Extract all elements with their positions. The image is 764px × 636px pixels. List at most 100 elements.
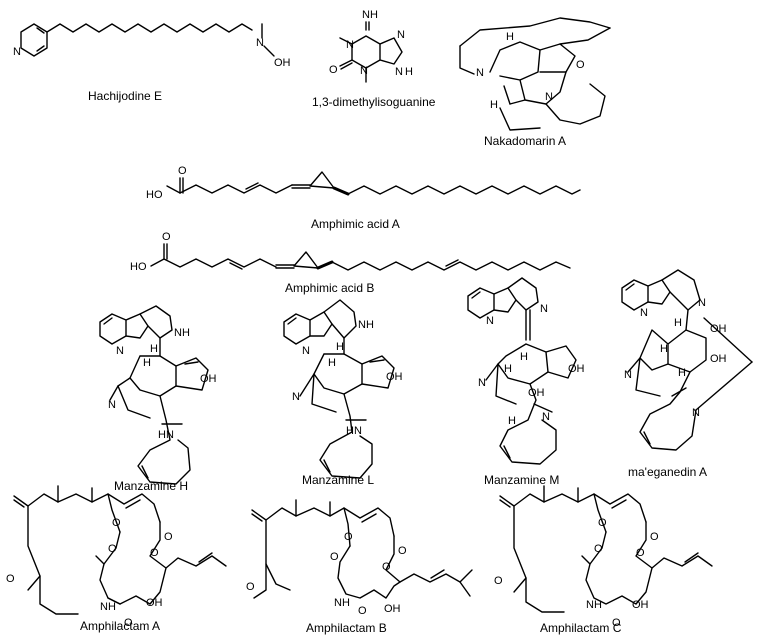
atom-label: N <box>360 65 368 77</box>
atom-label: O <box>650 531 659 543</box>
atom-label: N <box>545 91 553 103</box>
compound-name: 1,3-dimethylisoguanine <box>312 95 436 109</box>
atom-label: O <box>494 575 503 587</box>
atom-label: NH <box>334 597 350 609</box>
atom-label: OH <box>710 323 727 335</box>
atom-label: O <box>329 64 338 76</box>
atom-label: O <box>178 165 187 177</box>
compound-name: ma'eganedin A <box>628 465 707 479</box>
atom-label: N <box>395 66 403 78</box>
atom-label: N <box>292 391 300 403</box>
atom-label: O <box>398 545 407 557</box>
atom-label: HN <box>346 425 362 437</box>
atom-label: H <box>506 31 514 43</box>
compound-name: Manzamine L <box>302 473 374 487</box>
atom-label: OH <box>528 387 545 399</box>
atom-label: OH <box>568 363 585 375</box>
atom-label: O <box>124 617 133 629</box>
atom-label: H <box>520 351 528 363</box>
atom-label: NH <box>100 601 116 613</box>
structure-manzamine-l: NH N H H N OH HN Manzamine L <box>283 299 403 487</box>
atom-label: O <box>344 531 353 543</box>
atom-label: H <box>660 343 668 355</box>
compound-name: Nakadomarin A <box>484 134 566 148</box>
atom-label: NH <box>358 319 374 331</box>
atom-label: O <box>164 531 173 543</box>
atom-label: H <box>508 415 516 427</box>
atom-label: HO <box>146 189 163 201</box>
compound-name: Manzamine M <box>484 473 559 487</box>
atom-label: N <box>542 411 550 423</box>
atom-label: O <box>246 581 255 593</box>
atom-label: O <box>612 617 621 629</box>
atom-label: O <box>636 547 645 559</box>
atom-label: O <box>594 543 603 555</box>
structure-amphilactam-a: O O O O O NH OH O Amphilactam A <box>6 485 227 633</box>
atom-label: NH <box>362 9 378 21</box>
atom-label: N <box>397 29 405 41</box>
atom-label: H <box>678 367 686 379</box>
structure-hachijodine-e: N N OH Hachijodine E <box>13 23 291 103</box>
atom-label: N <box>116 345 124 357</box>
atom-label: H <box>150 343 158 355</box>
atom-label: O <box>6 573 15 585</box>
compound-name: Amphilactam C <box>540 621 622 635</box>
atom-label: N <box>302 345 310 357</box>
atom-label: O <box>576 59 585 71</box>
atom-label: OH <box>386 371 403 383</box>
atom-label: H <box>336 341 344 353</box>
atom-label: H <box>490 99 498 111</box>
atom-label: N <box>692 407 700 419</box>
atom-label: O <box>162 231 171 243</box>
atom-label: OH <box>632 599 649 611</box>
atom-label: OH <box>384 603 401 615</box>
structure-amphilactam-c: O O O O O NH OH O Amphilactam C <box>494 485 713 635</box>
atom-label: NH <box>586 599 602 611</box>
atom-label: H <box>504 363 512 375</box>
structure-amphimic-acid-b: HO O Amphimic acid B <box>130 231 571 295</box>
structure-dimethylisoguanine: NH N N O N N H 1,3-dimethylisoguanine <box>312 9 436 109</box>
structure-manzamine-h: NH N H H N OH HN Manzamine H <box>99 305 217 493</box>
atom-label: HO <box>130 261 147 273</box>
atom-label: N <box>13 46 21 58</box>
structure-nakadomarin-a: H O N H N Nakadomarin A <box>459 17 611 148</box>
compound-name: Amphilactam B <box>306 621 387 635</box>
atom-label: OH <box>710 353 727 365</box>
atom-label: O <box>112 517 121 529</box>
atom-label: N <box>624 369 632 381</box>
compound-name: Manzamine H <box>114 479 188 493</box>
atom-label: H <box>405 66 413 78</box>
atom-label: O <box>108 543 117 555</box>
compound-name: Hachijodine E <box>88 89 162 103</box>
atom-label: N <box>108 399 116 411</box>
atom-label: HN <box>158 429 174 441</box>
atom-label: N <box>256 37 264 49</box>
atom-label: O <box>358 605 367 617</box>
structure-manzamine-m: N N H H N OH OH N H Manzamine M <box>467 277 585 487</box>
compound-name: Amphilactam A <box>80 619 160 633</box>
atom-label: N <box>346 39 354 51</box>
atom-label: O <box>598 517 607 529</box>
atom-label: H <box>328 357 336 369</box>
compound-name: Amphimic acid A <box>311 217 400 231</box>
atom-label: N <box>640 307 648 319</box>
atom-label: N <box>486 315 494 327</box>
atom-label: N <box>698 297 706 309</box>
atom-label: NH <box>174 327 190 339</box>
structure-maeganedin-a: N N H H OH OH N H N ma'eganedin A <box>621 269 753 479</box>
atom-label: O <box>330 551 339 563</box>
atom-label: N <box>476 67 484 79</box>
atom-label: N <box>478 377 486 389</box>
atom-label: OH <box>200 373 217 385</box>
atom-label: O <box>150 547 159 559</box>
atom-label: H <box>143 357 151 369</box>
structure-amphilactam-b: O O O O O NH OH O Amphilactam B <box>246 499 473 635</box>
atom-label: H <box>674 317 682 329</box>
atom-label: O <box>382 561 391 573</box>
compound-name: Amphimic acid B <box>285 281 374 295</box>
structure-amphimic-acid-a: HO O Amphimic acid A <box>146 165 581 231</box>
atom-label: OH <box>146 597 163 609</box>
atom-label: N <box>540 303 548 315</box>
